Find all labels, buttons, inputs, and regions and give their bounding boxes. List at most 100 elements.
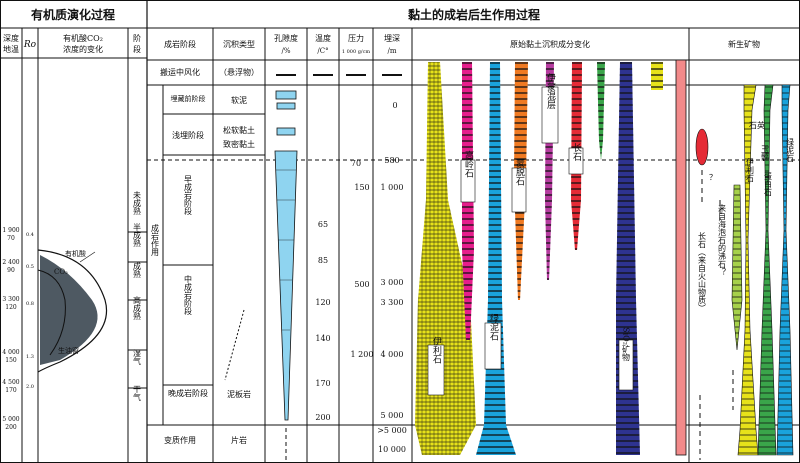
row-late: 晚成岩阶段	[168, 388, 208, 398]
header-stage-2: 段	[133, 44, 141, 54]
svg-text:85: 85	[318, 256, 328, 265]
svg-text:120: 120	[315, 298, 330, 307]
svg-text:0.5: 0.5	[26, 264, 34, 270]
svg-text:150: 150	[5, 357, 17, 364]
row-burial-pre: 埋藏前阶段	[171, 94, 206, 103]
label-illite: 伊利石	[431, 335, 442, 364]
svg-text:70: 70	[7, 235, 15, 242]
burial-values: 0 580 1 000 3 000 3 300 4 000 5 000 >5 0…	[377, 74, 407, 454]
organic-acid-curve	[37, 249, 107, 373]
header-new-minerals: 新生矿物	[728, 39, 760, 49]
header-depth: 深度	[3, 33, 19, 43]
header-burial-unit: /m	[388, 47, 397, 55]
svg-text:10 000: 10 000	[378, 445, 406, 454]
label-smectite: 蒙脱石	[514, 157, 525, 186]
svg-text:0.8: 0.8	[26, 301, 34, 307]
svg-text:65: 65	[318, 220, 328, 229]
header-temperature: 温度	[315, 33, 331, 43]
right-title: 黏土的成岩后生作用过程	[408, 7, 540, 22]
header-acid-2: 浓度的变化	[63, 44, 103, 54]
header-porosity-unit: /%	[281, 47, 290, 55]
row-diagenesis: 成岩作用	[151, 223, 160, 257]
row-transport-sed: （悬浮物）	[219, 67, 259, 77]
svg-text:>5 000: >5 000	[377, 426, 407, 435]
sio2-band	[616, 62, 640, 455]
svg-text:3 000: 3 000	[381, 278, 404, 287]
oil-window-area	[40, 255, 98, 365]
svg-text:未成熟: 未成熟	[133, 190, 142, 216]
header-acid: 有机酸CO₂	[63, 33, 103, 43]
header-temp: 地温	[3, 44, 19, 54]
svg-text:150: 150	[354, 183, 369, 192]
svg-text:5 000: 5 000	[2, 416, 19, 423]
small-yellow-band	[651, 62, 663, 90]
svg-text:1.3: 1.3	[26, 354, 34, 360]
svg-text:4 500: 4 500	[2, 379, 19, 386]
svg-text:半成熟: 半成熟	[133, 222, 142, 248]
row-shallow: 浅埋阶段	[172, 130, 204, 140]
svg-text:成熟: 成熟	[133, 261, 142, 279]
svg-text:580: 580	[384, 156, 399, 165]
row-meta: 变质作用	[164, 435, 196, 445]
label-chlorite: 绿泥石	[488, 312, 499, 341]
header-pressure-unit: 1 000 g/cm	[342, 49, 371, 55]
svg-text:200: 200	[315, 413, 330, 422]
svg-text:1 900: 1 900	[2, 227, 19, 234]
svg-text:高成熟: 高成熟	[133, 295, 142, 321]
label-illite-smectite: 伊蒙混层	[545, 72, 556, 110]
header-diagenetic-stage: 成岩阶段	[164, 39, 196, 49]
svg-text:1 200: 1 200	[351, 350, 374, 359]
pink-column	[675, 59, 687, 456]
svg-text:？: ？	[709, 173, 717, 182]
svg-text:3 300: 3 300	[2, 296, 19, 303]
row-early: 早成岩阶段	[184, 175, 193, 216]
svg-text:0: 0	[392, 101, 397, 110]
header-stage: 阶	[133, 33, 141, 43]
svg-text:来自海泡石的沸石？: 来自海泡石的沸石？	[718, 204, 727, 276]
label-organic-acid: 有机酸	[65, 249, 86, 258]
svg-text:长石（来自火山物质）: 长石（来自火山物质）	[698, 231, 707, 312]
svg-text:石英: 石英	[749, 120, 765, 130]
header-porosity: 孔隙度	[274, 33, 298, 43]
depth-ticks: 1 900 70 0.4 2 400 90 0.5 3 300 120 0.8 …	[2, 227, 34, 431]
svg-text:140: 140	[315, 334, 330, 343]
stage-labels: 未成熟 半成熟 成熟 高成熟 湿气 干气	[133, 190, 142, 401]
chlorite-band	[476, 62, 516, 455]
pressure-values: 70 150 500 1 200	[346, 74, 374, 359]
acid-co2-curves	[37, 249, 107, 373]
left-title: 有机质演化过程	[31, 7, 115, 22]
svg-text:170: 170	[315, 379, 330, 388]
header-sediment-type: 沉积类型	[223, 39, 255, 49]
row-transport: 搬运中风化	[160, 67, 200, 77]
svg-text:5 000: 5 000	[381, 411, 404, 420]
label-sio2: SiO₂矿物	[622, 327, 631, 362]
new-mineral-labels: 石英 玉髓 蛋白石 绿泥石 伊利石 ？ 来自海泡石的沸石？ 长石（来自火山物质）	[698, 120, 795, 312]
svg-text:玉髓: 玉髓	[761, 145, 770, 162]
svg-text:120: 120	[5, 304, 17, 311]
svg-text:1 000: 1 000	[381, 183, 404, 192]
header-ro: Ro	[23, 40, 37, 50]
svg-text:伊利石: 伊利石	[746, 157, 755, 183]
header-original-clay: 原始黏土沉积成分变化	[510, 39, 590, 49]
svg-text:0.4: 0.4	[26, 232, 34, 238]
svg-text:70: 70	[351, 159, 361, 168]
porosity-column	[274, 74, 298, 460]
svg-text:2.0: 2.0	[26, 384, 34, 390]
row-shallow-sed-2: 致密黏土	[223, 139, 255, 149]
label-feldspar: 长石	[571, 142, 582, 162]
label-co2: CO₂	[54, 268, 68, 276]
row-shallow-sed-1: 松软黏土	[223, 125, 255, 135]
header-temperature-unit: /C°	[317, 47, 328, 55]
row-burial-pre-sed: 软泥	[231, 95, 247, 105]
svg-text:4 000: 4 000	[381, 350, 404, 359]
svg-text:蛋白石: 蛋白石	[764, 172, 773, 197]
co2-curve	[37, 269, 66, 356]
svg-text:2 400: 2 400	[2, 259, 19, 266]
header-pressure: 压力	[348, 33, 364, 43]
svg-text:湿气: 湿气	[133, 349, 142, 365]
svg-text:200: 200	[5, 424, 17, 431]
svg-text:绿泥石: 绿泥石	[786, 138, 795, 163]
row-meta-sed: 片岩	[231, 435, 247, 445]
svg-text:3 300: 3 300	[381, 298, 404, 307]
